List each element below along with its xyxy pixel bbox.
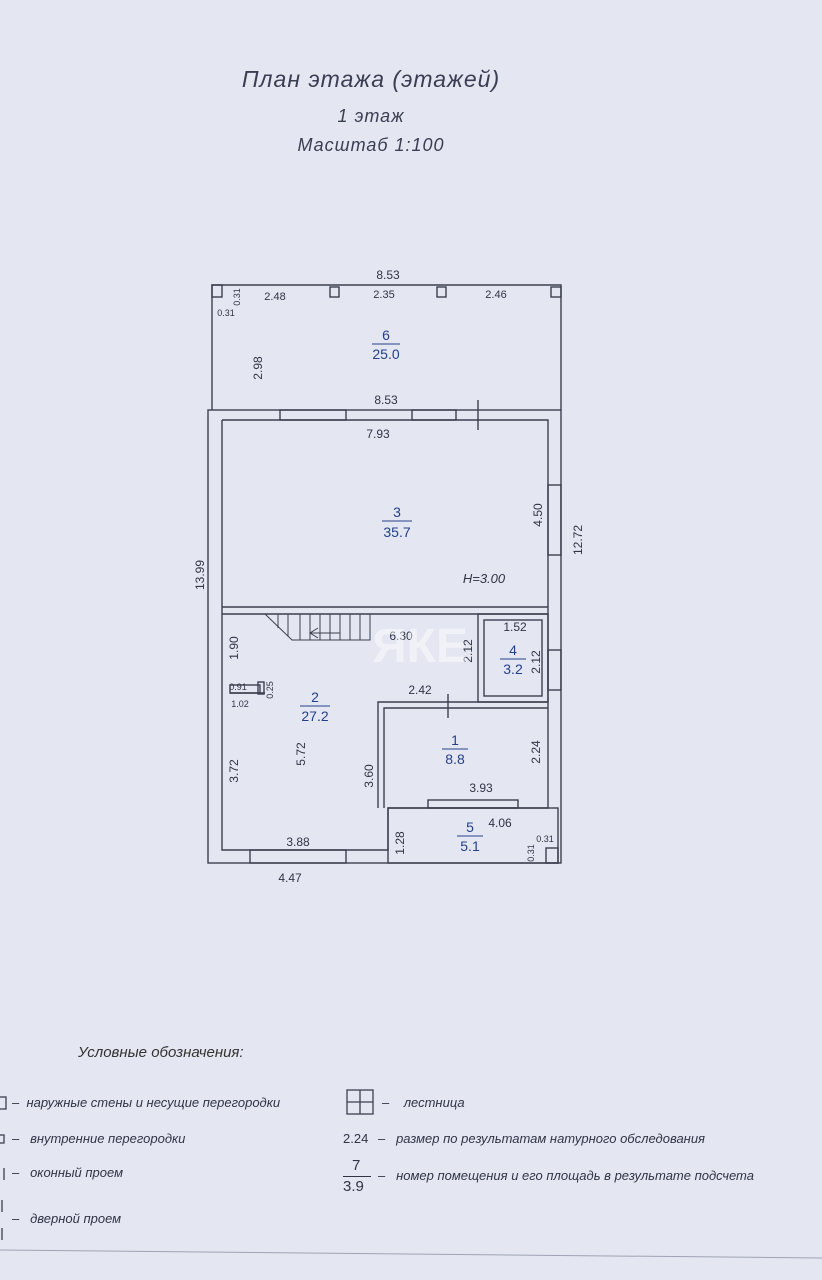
terrace-post: [550, 286, 562, 298]
legend-item-door: – дверной проем: [12, 1211, 122, 1226]
window-opening: [279, 409, 347, 421]
dim-top-seg3: 2.46: [485, 289, 506, 301]
legend-item-stairs: – лестница: [382, 1095, 465, 1110]
dim-room2-w: 2.42: [408, 683, 432, 697]
room-1-area: 8.8: [445, 751, 465, 767]
room-1-wall: [377, 701, 548, 808]
legend-stair-symbol: [346, 1089, 374, 1115]
dim-room1-w: 3.93: [469, 781, 493, 795]
legend-title: Условные обозначения:: [78, 1044, 244, 1061]
floor-label: 1 этаж: [337, 106, 405, 126]
window-opening: [547, 484, 562, 556]
dim-room2-h1: 3.72: [227, 759, 241, 783]
room-3-number: 3: [393, 504, 401, 520]
dim-right-seg: 4.50: [531, 503, 545, 527]
window-opening: [427, 799, 519, 809]
legend-item-partitions: – внутренние перегородки: [12, 1131, 186, 1146]
dim-corner-v: 0.31: [232, 288, 242, 306]
scale-label: Масштаб 1:100: [297, 135, 445, 155]
dim-terrace-depth: 2.98: [251, 356, 265, 380]
legend-item-window: – оконный проем: [12, 1165, 124, 1180]
legend-item-outer-walls: – наружные стены и несущие перегородки: [12, 1095, 281, 1110]
watermark: ЯКЕ: [372, 620, 468, 673]
outer-wall: [207, 409, 562, 864]
room-4-area: 3.2: [503, 661, 523, 677]
dim-top-seg1: 2.48: [264, 291, 285, 303]
terrace-post: [436, 286, 447, 298]
terrace-post: [211, 284, 223, 298]
dim-stair-len: 6.30: [389, 629, 413, 643]
terrace-outline: [211, 284, 562, 410]
legend-item-dimension: – размер по результатам натурного обслед…: [378, 1131, 706, 1146]
dim-corner-h: 0.31: [217, 308, 235, 318]
dim-niche-w1: 0.91: [229, 682, 247, 692]
dim-top-seg2: 2.35: [373, 289, 394, 301]
terrace-post: [329, 286, 340, 298]
legend-dimension-mark: 2.24: [343, 1131, 369, 1146]
room-3-area: 35.7: [383, 524, 410, 540]
room-5-area: 5.1: [460, 838, 480, 854]
dim-room4-h2: 2.12: [529, 650, 543, 674]
legend-item-room-number: – номер помещения и его площадь в резуль…: [378, 1168, 754, 1183]
window-opening: [411, 409, 457, 421]
room-6-area: 25.0: [372, 346, 399, 362]
dim-stair-h: 1.90: [227, 636, 241, 660]
dim-top-total: 8.53: [376, 268, 400, 282]
legend-partition-symbol: [0, 1134, 5, 1144]
plan-title: План этажа (этажей): [241, 66, 501, 92]
dim-room4-w: 1.52: [503, 620, 527, 634]
dim-room4-h1: 2.12: [461, 639, 475, 663]
room-4-wall-inner: [483, 619, 543, 697]
dim-right-total: 12.72: [571, 525, 585, 555]
legend-room-mark-number: 7: [352, 1157, 361, 1174]
room-2-area: 27.2: [301, 708, 328, 724]
dim-room2-h2: 5.72: [294, 742, 308, 766]
dim-hall-width: 7.93: [366, 427, 390, 441]
legend-fraction-line: [343, 1176, 371, 1177]
dim-mid-width: 8.53: [374, 393, 398, 407]
legend-wall-symbol: [0, 1096, 7, 1110]
height-mark: H=3.00: [463, 571, 506, 586]
legend-room-mark-area: 3.9: [343, 1178, 364, 1195]
dim-left-total: 13.99: [193, 560, 207, 590]
corner-column: [545, 847, 559, 864]
dim-room5-h: 1.28: [393, 831, 407, 855]
room-2-number: 2: [311, 689, 319, 705]
dim-room1-h: 2.24: [529, 740, 543, 764]
dim-room2-h3: 3.60: [362, 764, 376, 788]
staircase: [264, 613, 371, 641]
dim-room5-corner1: 0.31: [536, 834, 554, 844]
legend-window-symbol: [3, 1168, 5, 1180]
dim-room5-w: 4.06: [488, 816, 512, 830]
room-5-number: 5: [466, 819, 474, 835]
dim-niche-d: 0.25: [265, 681, 275, 699]
room-6-number: 6: [382, 327, 390, 343]
room-4-number: 4: [509, 642, 517, 658]
room-1-number: 1: [451, 732, 459, 748]
window-opening: [547, 649, 562, 691]
dim-room5-corner2: 0.31: [526, 844, 536, 862]
window-opening: [249, 849, 347, 864]
dim-niche-w2: 1.02: [231, 699, 249, 709]
dim-bottom-total: 4.47: [278, 871, 302, 885]
dim-bottom-inner: 3.88: [286, 835, 310, 849]
